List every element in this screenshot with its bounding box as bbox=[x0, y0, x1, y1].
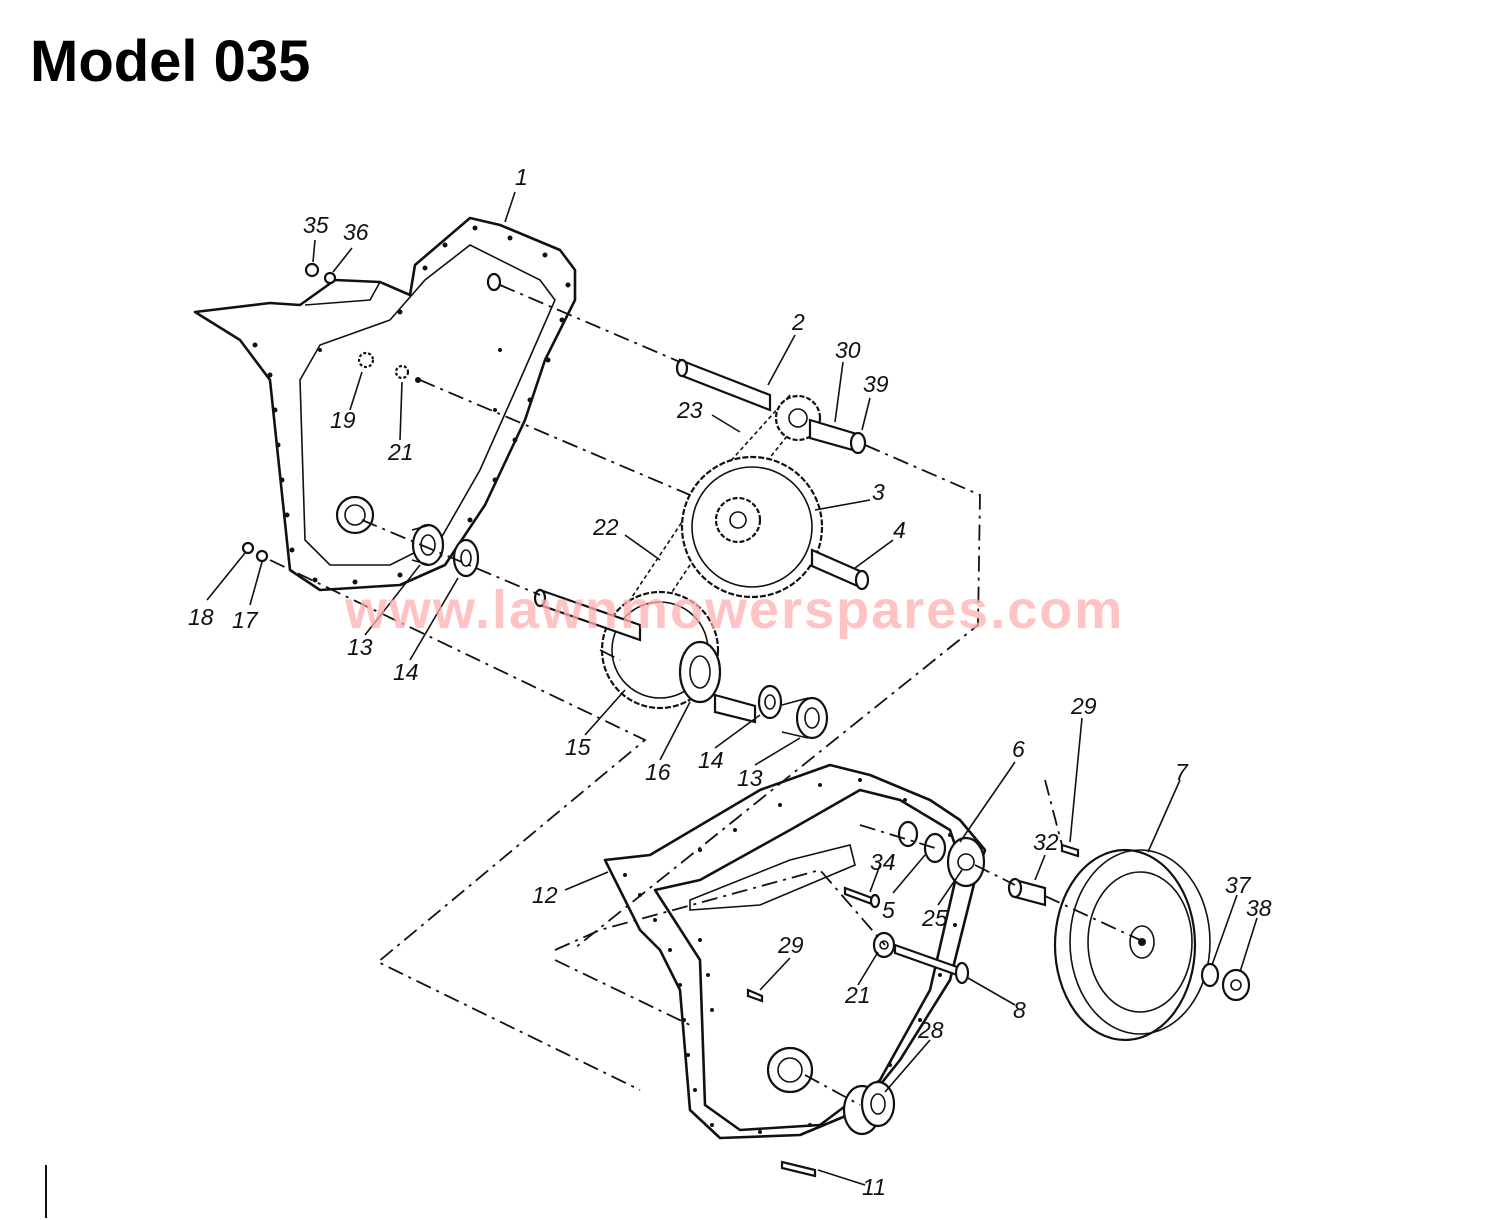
label-part-37: 37 bbox=[1225, 872, 1252, 898]
label-part-36: 36 bbox=[343, 219, 369, 245]
small-fasteners-upper bbox=[241, 262, 421, 563]
label-part-19: 19 bbox=[330, 407, 356, 433]
label-part-29-upper: 29 bbox=[1070, 693, 1097, 719]
label-part-6: 6 bbox=[1012, 736, 1025, 762]
label-part-4: 4 bbox=[893, 517, 906, 543]
chain-case-right-half bbox=[603, 763, 987, 1140]
washer-part-14-right bbox=[757, 684, 783, 720]
label-part-29-lower: 29 bbox=[777, 932, 804, 958]
bearing-plate-part-25 bbox=[923, 832, 986, 888]
leader-lines bbox=[206, 191, 1258, 1186]
label-part-7: 7 bbox=[1175, 759, 1189, 785]
label-part-23: 23 bbox=[676, 397, 703, 423]
label-part-18: 18 bbox=[188, 604, 214, 630]
label-part-35: 35 bbox=[303, 212, 329, 238]
label-part-13-left: 13 bbox=[347, 634, 373, 660]
label-part-15: 15 bbox=[565, 734, 591, 760]
label-part-13-right: 13 bbox=[737, 765, 763, 791]
label-part-39: 39 bbox=[863, 371, 889, 397]
label-part-2: 2 bbox=[791, 309, 805, 335]
pulley-part-7 bbox=[1053, 848, 1211, 1042]
label-part-12: 12 bbox=[532, 882, 558, 908]
part-number-labels: 1 2 30 39 23 3 4 22 35 36 19 21 18 17 13… bbox=[188, 164, 1272, 1200]
label-part-1: 1 bbox=[515, 164, 528, 190]
bearing-part-13-right bbox=[781, 696, 829, 740]
watermark: www.lawnmowerspares.com bbox=[344, 580, 1124, 640]
label-part-5: 5 bbox=[882, 897, 895, 923]
sprocket-part-3 bbox=[680, 455, 824, 599]
label-part-16: 16 bbox=[645, 759, 671, 785]
label-part-11: 11 bbox=[862, 1174, 886, 1200]
page-title: Model 035 bbox=[30, 29, 311, 94]
screws-part-29 bbox=[746, 843, 1080, 1003]
label-part-38: 38 bbox=[1246, 895, 1272, 921]
label-part-8: 8 bbox=[1013, 997, 1026, 1023]
bolt-part-8 bbox=[893, 943, 970, 985]
label-part-30: 30 bbox=[835, 337, 861, 363]
label-part-17: 17 bbox=[232, 607, 259, 633]
washer-nut-part-37-38 bbox=[1200, 962, 1251, 1002]
washer-part-14-left bbox=[452, 538, 480, 578]
axle-shaft bbox=[533, 588, 642, 642]
label-part-25: 25 bbox=[921, 905, 948, 931]
shaft-part-2 bbox=[675, 358, 772, 412]
shaft-part-30-39 bbox=[808, 418, 867, 455]
hub-part-16 bbox=[678, 640, 757, 724]
chain-case-left-half bbox=[193, 216, 577, 592]
bearing-part-13-left bbox=[411, 523, 445, 567]
screw-part-34 bbox=[843, 886, 881, 909]
label-part-21-lower: 21 bbox=[844, 982, 871, 1008]
label-part-14-right: 14 bbox=[698, 747, 724, 773]
label-part-34: 34 bbox=[870, 849, 896, 875]
label-part-3: 3 bbox=[872, 479, 885, 505]
label-part-21-upper: 21 bbox=[387, 439, 414, 465]
label-part-28: 28 bbox=[917, 1017, 944, 1043]
assembly-lines bbox=[269, 284, 1141, 1106]
label-part-32: 32 bbox=[1033, 829, 1059, 855]
label-part-22: 22 bbox=[592, 514, 619, 540]
spacer-part-4 bbox=[810, 548, 870, 591]
label-part-14-left: 14 bbox=[393, 659, 419, 685]
spacer-part-32 bbox=[1007, 877, 1047, 907]
bearing-part-28 bbox=[842, 1080, 896, 1136]
pin-part-11 bbox=[780, 1160, 817, 1178]
